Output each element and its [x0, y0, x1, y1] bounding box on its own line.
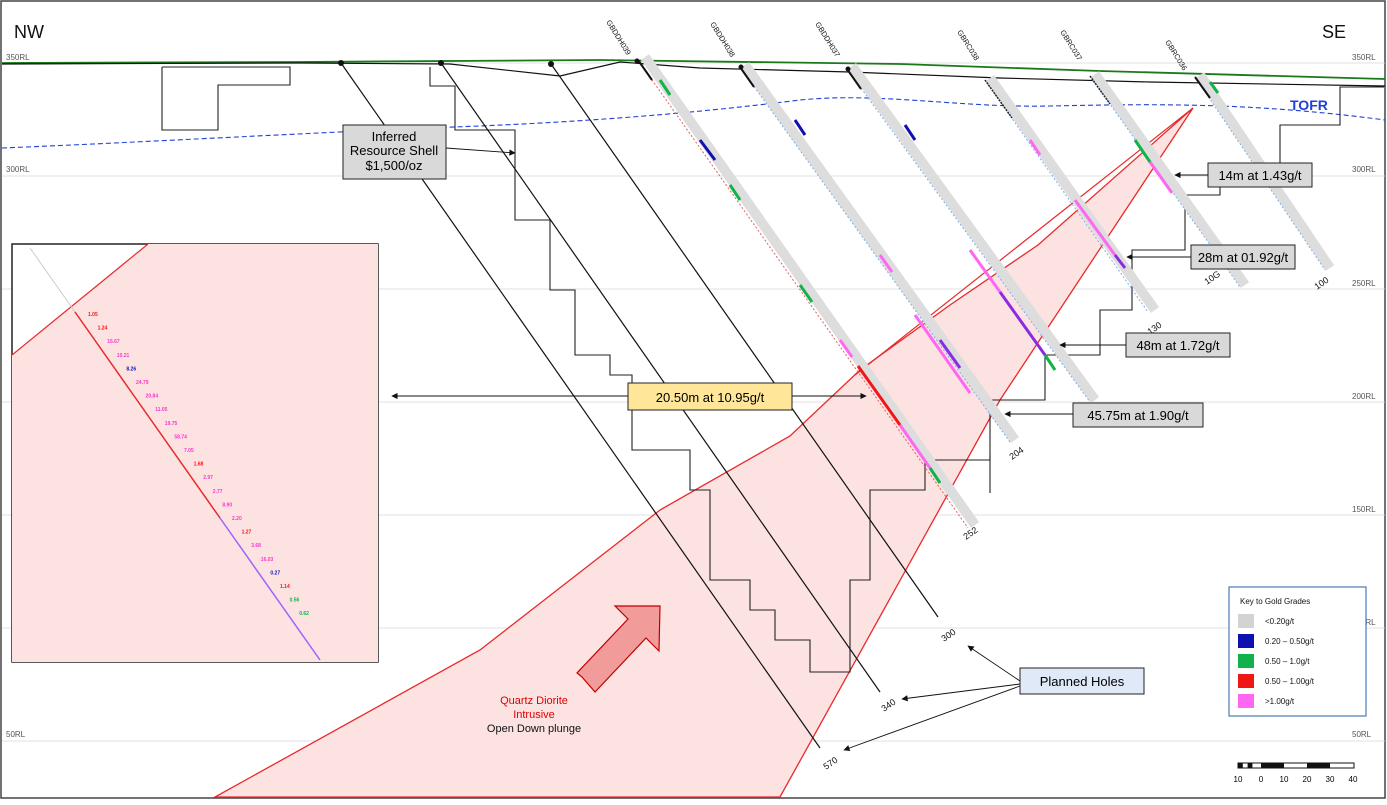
inset-grade-label: 2.77: [213, 489, 223, 495]
scale-tick: 10: [1280, 775, 1289, 784]
inset-grade-label: 8.90: [222, 502, 232, 508]
legend-title: Key to Gold Grades: [1240, 597, 1310, 606]
inset-grade-label: 2.97: [203, 475, 213, 481]
planned-holes-callout: Planned Holes: [843, 645, 1145, 752]
direction-label-se: SE: [1322, 22, 1346, 42]
rl-labels: 350RL 300RL 50RL 350RL 300RL 250RL 200RL…: [6, 53, 1376, 739]
intrusive-upper-contact: [854, 107, 1194, 376]
inset-grade-labels: 1.05 1.24 15.67 10.21 8.26 24.79 20.84 11.05 19.…: [88, 312, 309, 617]
direction-label-nw: NW: [14, 22, 44, 42]
inset-grade-label: 1.27: [242, 530, 252, 536]
intercept-callout-14m: 14m at 1.43g/t: [1174, 162, 1313, 188]
scale-bar: 10 0 10 20 30 40: [1234, 762, 1358, 784]
scale-tick: 20: [1303, 775, 1312, 784]
inset-grade-label: 3.68: [251, 543, 261, 549]
inset-grade-label: 16.03: [261, 557, 274, 563]
intrusive-label: Quartz Diorite Intrusive Open Down plung…: [487, 605, 661, 735]
legend-label: 0.20 – 0.50g/t: [1265, 637, 1315, 646]
legend-swatch: [1238, 694, 1254, 708]
intercept-label: 45.75m at 1.90g/t: [1087, 408, 1189, 423]
inset-grade-label: 58.74: [174, 434, 187, 440]
intrusive-body: [212, 107, 1194, 798]
inset-grade-label: 1.24: [98, 326, 108, 332]
shell-label-line2: Resource Shell: [350, 143, 438, 158]
legend-swatch: [1238, 674, 1254, 688]
inset-grade-label: 20.84: [146, 394, 159, 400]
inset-grade-label: 0.56: [290, 598, 300, 604]
resource-shell-outline: [161, 66, 1384, 673]
intercept-callout-45m: 45.75m at 1.90g/t: [1004, 402, 1204, 428]
scale-tick: 0: [1259, 775, 1264, 784]
legend-swatch: [1238, 634, 1254, 648]
intercept-callout-28m: 28m at 01.92g/t: [1126, 244, 1296, 270]
plunge-direction-arrow: [576, 605, 661, 693]
intercept-callout-20m-highlight: 20.50m at 10.95g/t: [391, 382, 867, 411]
inset-grade-label: 8.26: [126, 366, 136, 372]
intercept-label: 20.50m at 10.95g/t: [656, 390, 765, 405]
legend-label: >1.00g/t: [1265, 697, 1295, 706]
rl-label-right: 250RL: [1352, 279, 1376, 288]
legend-label: 0.50 – 1.0g/t: [1265, 657, 1310, 666]
inset-grade-label: 7.05: [184, 448, 194, 454]
inset-grade-label: 24.79: [136, 380, 149, 386]
intercept-label: 48m at 1.72g/t: [1136, 338, 1219, 353]
scale-tick: 40: [1349, 775, 1358, 784]
inset-grade-label: 0.27: [270, 570, 280, 576]
planned-holes-label: Planned Holes: [1040, 674, 1125, 689]
inset-grade-label: 0.62: [299, 611, 309, 617]
planned-hole-collars: [338, 58, 851, 72]
rl-label-right: 50RL: [1352, 730, 1372, 739]
inset-grade-label: 1.14: [280, 584, 290, 590]
grade-legend: Key to Gold Grades <0.20g/t 0.20 – 0.50g…: [1228, 586, 1367, 717]
intercept-label: 28m at 01.92g/t: [1198, 250, 1289, 265]
inset-grade-label: 10.21: [117, 353, 130, 359]
intercept-callout-48m: 48m at 1.72g/t: [1059, 332, 1231, 358]
rl-label-right: 300RL: [1352, 165, 1376, 174]
inset-grade-label: 11.05: [155, 407, 167, 413]
inset-grade-label: 15.67: [107, 339, 120, 345]
legend-swatch: [1238, 654, 1254, 668]
resource-shell-callout: Inferred Resource Shell $1,500/oz: [342, 124, 516, 180]
legend-label: <0.20g/t: [1265, 617, 1295, 626]
rl-label-right: 350RL: [1352, 53, 1376, 62]
inset-grade-label: 1.68: [194, 462, 204, 468]
scale-tick: 30: [1326, 775, 1335, 784]
intrusive-label-line1: Quartz Diorite: [500, 695, 568, 707]
topography-line: [1, 59, 1386, 80]
inset-grade-label: 1.05: [88, 312, 98, 318]
legend-label: 0.50 – 1.00g/t: [1265, 677, 1315, 686]
tofr-line: [1, 97, 1386, 149]
scale-tick: 10: [1234, 775, 1243, 784]
rl-label-right: 200RL: [1352, 392, 1376, 401]
legend-swatch: [1238, 614, 1254, 628]
rl-label-left: 350RL: [6, 53, 30, 62]
shell-label-line3: $1,500/oz: [365, 158, 422, 173]
rl-label-right: 150RL: [1352, 505, 1376, 514]
rl-label-left: 50RL: [6, 730, 26, 739]
inset-grade-label: 19.75: [165, 421, 178, 427]
intrusive-label-line3: Open Down plunge: [487, 723, 581, 735]
inset-grade-label: 2.20: [232, 516, 242, 522]
rl-label-left: 300RL: [6, 165, 30, 174]
tofr-label: TOFR: [1290, 97, 1328, 113]
shell-label-line1: Inferred: [372, 129, 417, 144]
intercept-label: 14m at 1.43g/t: [1218, 168, 1301, 183]
intrusive-label-line2: Intrusive: [513, 709, 555, 721]
grade-intervals: [658, 79, 1220, 484]
topo-surface-line: [1, 61, 1386, 87]
inset-magnified-view: 1.05 1.24 15.67 10.21 8.26 24.79 20.84 11.05 19.…: [11, 243, 379, 663]
